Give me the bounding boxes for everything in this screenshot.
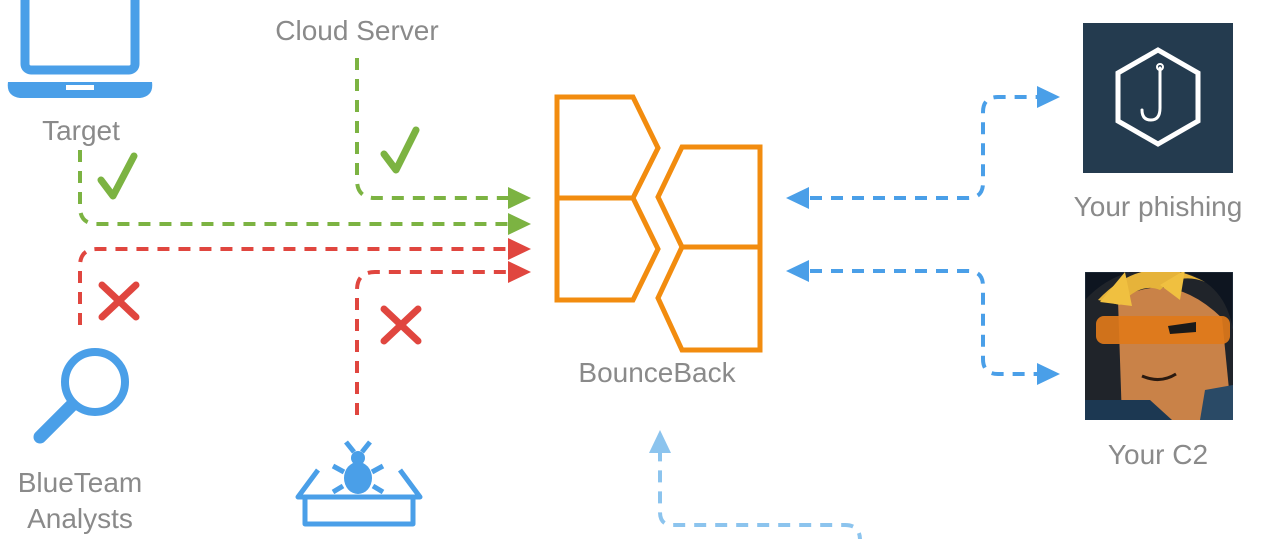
magnifier-icon <box>33 348 129 444</box>
cloud-server-label: Cloud Server <box>275 15 439 46</box>
target-label: Target <box>42 115 120 146</box>
blue-flow-c2 <box>786 260 1060 385</box>
phishing-label: Your phishing <box>1073 191 1243 222</box>
laptop-icon <box>7 0 153 98</box>
hexagon-fishhook-icon <box>1083 23 1233 173</box>
check-icon-target <box>97 152 138 200</box>
green-flow-cloud <box>355 58 531 209</box>
bounceback-logo <box>554 94 763 353</box>
red-flow-blueteam <box>78 238 531 325</box>
blueteam-label-line2: Analysts <box>27 503 133 534</box>
anime-character-avatar <box>1085 272 1233 420</box>
check-icon-cloud <box>380 126 420 174</box>
bug-box-icon <box>295 440 423 527</box>
bounceback-label: BounceBack <box>578 357 736 388</box>
green-flow-target <box>78 150 531 235</box>
cross-icon-blueteam <box>98 281 140 321</box>
blue-flow-phishing <box>786 86 1060 209</box>
red-flow-sandbox <box>355 261 531 415</box>
c2-label: Your C2 <box>1107 439 1209 470</box>
blue-flow-bottom <box>649 430 862 539</box>
blueteam-label-line1: BlueTeam <box>17 467 143 498</box>
cross-icon-sandbox <box>380 305 422 345</box>
